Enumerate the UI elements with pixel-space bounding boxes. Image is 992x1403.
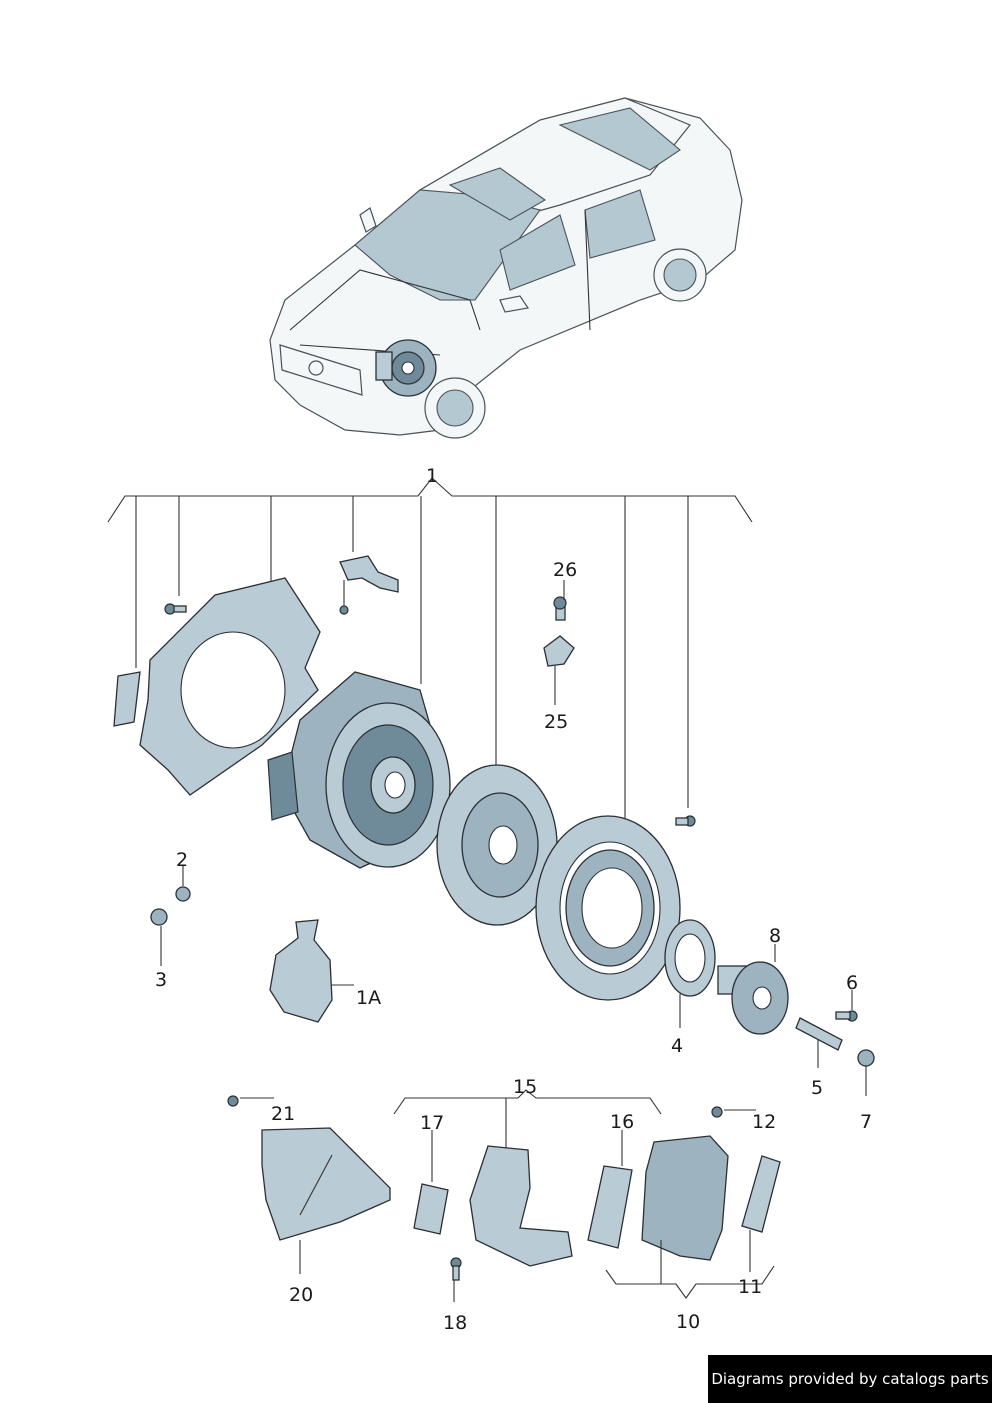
callout-3: 3: [155, 969, 167, 991]
callout-18: 18: [443, 1312, 467, 1334]
bolt-12: [711, 1106, 723, 1118]
nut-7: [857, 1049, 875, 1067]
bolt-top-left: [164, 603, 187, 615]
callout-4: 4: [671, 1035, 683, 1057]
callout-2: 2: [176, 849, 188, 871]
bolt-18: [450, 1257, 462, 1281]
callout-16: 16: [610, 1111, 634, 1133]
callout-5: 5: [811, 1077, 823, 1099]
callout-8: 8: [769, 925, 781, 947]
callout-6: 6: [846, 972, 858, 994]
nut-3: [150, 908, 168, 926]
cover-20: [227, 1095, 391, 1241]
seal-11: [741, 1155, 781, 1233]
callout-20: 20: [289, 1284, 313, 1306]
gasket-ring: [664, 919, 716, 997]
callout-15: 15: [513, 1076, 537, 1098]
hub-flange: [717, 961, 789, 1035]
callout-25: 25: [544, 711, 568, 733]
bracket-25: [543, 596, 575, 667]
callout-11: 11: [738, 1276, 762, 1298]
ring-gear-housing: [535, 815, 681, 1001]
callout-1a: 1A: [356, 987, 381, 1009]
housing-10: [641, 1135, 729, 1261]
long-bolt: [795, 1017, 843, 1051]
leader-lines: [160, 580, 867, 1302]
electric-motor: [267, 671, 451, 869]
callout-21: 21: [271, 1103, 295, 1125]
gasket-strip: [113, 671, 141, 727]
callout-17: 17: [420, 1112, 444, 1134]
small-bolt-6: [835, 1010, 858, 1022]
callout-7: 7: [860, 1111, 872, 1133]
callout-1: 1: [426, 465, 438, 487]
grease-bag: [269, 919, 333, 1023]
footer-credit-text: Diagrams provided by catalogs parts: [711, 1370, 989, 1388]
mounting-plate-bore: [180, 631, 286, 749]
gasket-16: [587, 1165, 633, 1249]
footer-credit: Diagrams provided by catalogs parts: [708, 1355, 992, 1403]
sensor-harness: [339, 555, 399, 615]
car-illustration: [269, 97, 743, 439]
plate-15: [469, 1145, 573, 1267]
callout-10: 10: [676, 1311, 700, 1333]
spacer-17: [413, 1183, 449, 1235]
callout-1-bracket: [107, 477, 753, 826]
bolt-ring-gear: [675, 815, 696, 827]
callout-12: 12: [752, 1111, 776, 1133]
nut-2: [175, 886, 191, 902]
callout-26: 26: [553, 559, 577, 581]
